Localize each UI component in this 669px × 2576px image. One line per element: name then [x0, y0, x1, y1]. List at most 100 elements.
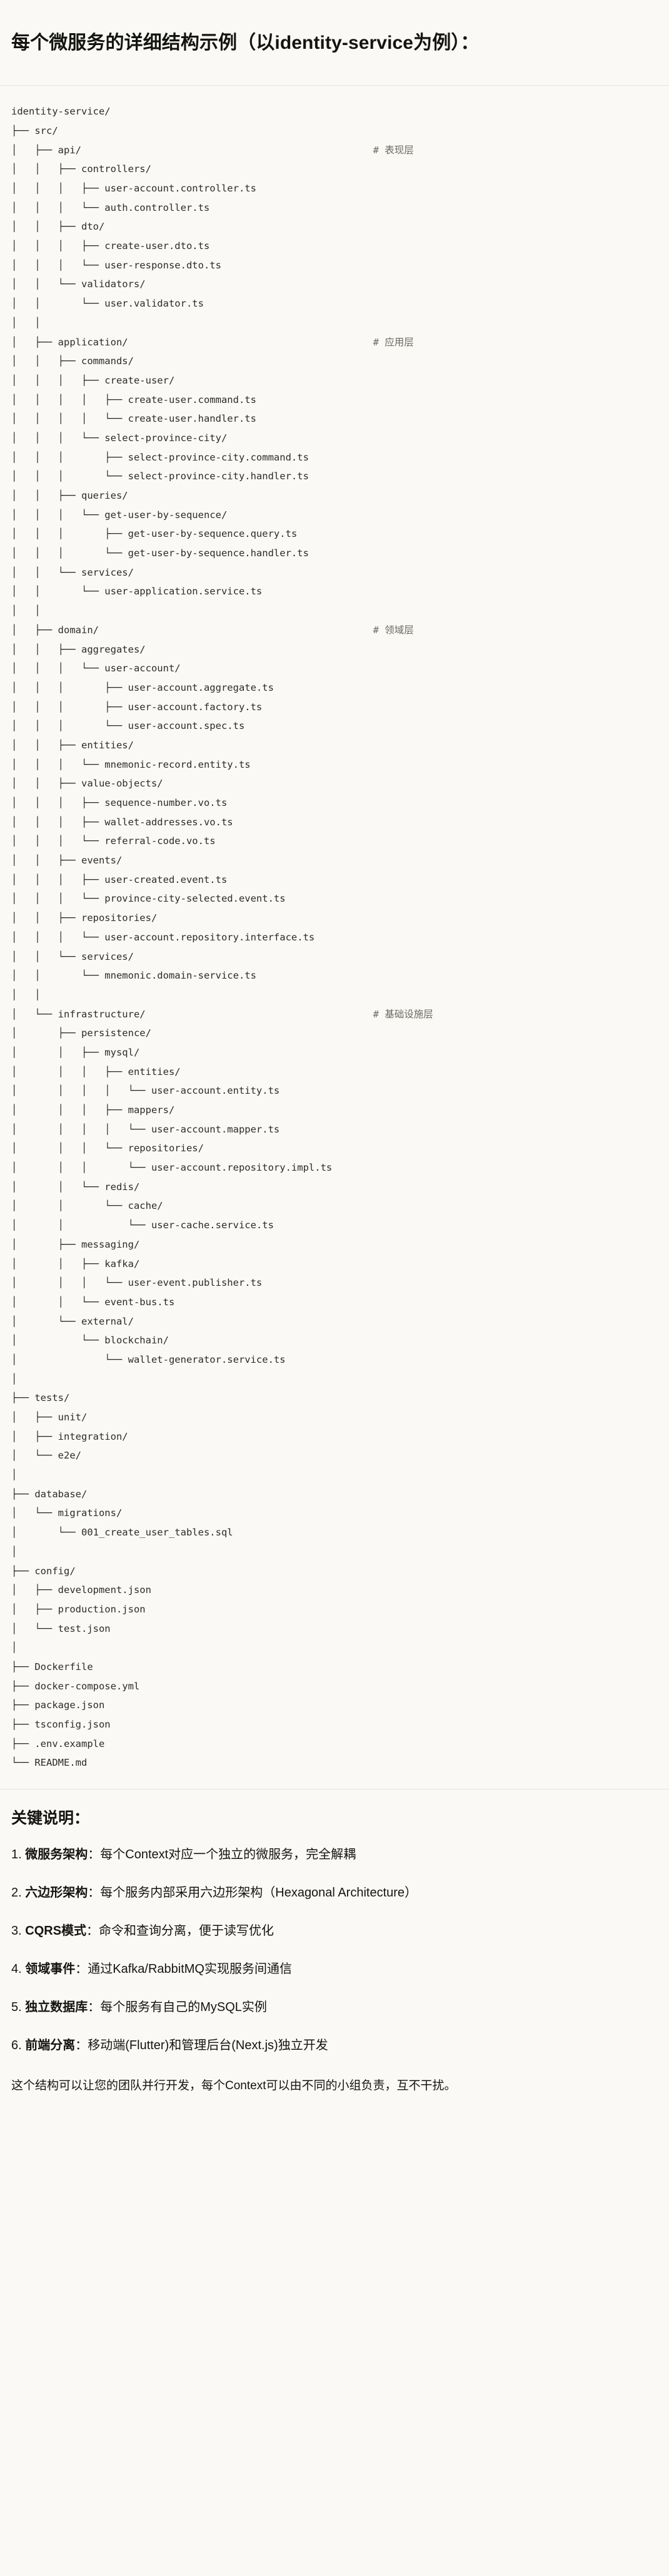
tree-line-path: │ ├── application/	[11, 336, 128, 348]
tree-line-path: │ │ │ │ └── create-user.handler.ts	[11, 413, 256, 425]
tree-line-path: │ │ │ └── mnemonic-record.entity.ts	[11, 758, 251, 770]
tree-line: │ ├── application/ # 应用层	[11, 337, 414, 348]
tree-line: │ │ │ └── select-province-city.handler.t…	[11, 471, 309, 482]
tree-line-path: │ │ │ └── province-city-selected.event.t…	[11, 893, 286, 905]
tree-line: │ │ │ └── user-account.repository.impl.t…	[11, 1162, 332, 1173]
tree-line: │ │	[11, 317, 41, 328]
tree-line: │ └── migrations/	[11, 1507, 122, 1519]
tree-line: │ │ │ └── user-event.publisher.ts	[11, 1277, 262, 1288]
tree-line-path: │	[11, 1642, 18, 1654]
tree-line: │ │ └── cache/	[11, 1200, 163, 1211]
tree-line-path: │ │ │ ├── user-account.controller.ts	[11, 183, 256, 195]
tree-line: │ │ └── mnemonic.domain-service.ts	[11, 970, 256, 981]
tree-line-path: │ │ │ ├── user-created.event.ts	[11, 873, 228, 885]
tree-line-comment: # 领域层	[373, 624, 414, 636]
code-block: identity-service/ ├── src/ │ ├── api/ # …	[0, 86, 669, 1789]
tree-line-path: ├── src/	[11, 125, 58, 136]
key-point-number: 1.	[11, 1847, 26, 1861]
tree-line-path: │ │ │ └── user-account.spec.ts	[11, 720, 245, 732]
key-point-description: 通过Kafka/RabbitMQ实现服务间通信	[88, 1962, 292, 1976]
tree-line-path: │ │ │ └── auth.controller.ts	[11, 201, 210, 213]
tree-line: │ │ │ │ └── user-account.mapper.ts	[11, 1124, 279, 1135]
key-point-separator: ：	[75, 2038, 88, 2052]
key-point-separator: ：	[88, 1885, 101, 1900]
tree-line-path: │ │ └── mnemonic.domain-service.ts	[11, 970, 256, 982]
tree-line-path: │ └── wallet-generator.service.ts	[11, 1353, 286, 1365]
tree-line: │ │ │ ├── select-province-city.command.t…	[11, 452, 309, 463]
tree-line-path: │ ├── persistence/	[11, 1027, 151, 1039]
page-root: 每个微服务的详细结构示例（以identity-service为例）： ident…	[0, 16, 669, 2114]
tree-line-comment: # 表现层	[373, 144, 414, 156]
tree-line-path: │ │ │ ├── entities/	[11, 1066, 181, 1077]
tree-line: │ └── wallet-generator.service.ts	[11, 1354, 286, 1365]
tree-line: └── README.md	[11, 1757, 87, 1768]
tree-line-path: │ │ │ └── get-user-by-sequence/	[11, 509, 228, 521]
tree-line: │ │ │ └── repositories/	[11, 1143, 204, 1154]
tree-line: │	[11, 1546, 17, 1557]
key-points-title: 关键说明：	[11, 1810, 90, 1828]
tree-line-path: │ │ │ │ ├── create-user.command.ts	[11, 394, 256, 405]
tree-line: ├── docker-compose.yml	[11, 1681, 139, 1692]
tree-line-path: │ │ │ └── repositories/	[11, 1143, 204, 1154]
tree-line: │ ├── persistence/	[11, 1027, 151, 1039]
tree-line-path: │ │ ├── queries/	[11, 490, 128, 502]
tree-line-path: │ │ ├── commands/	[11, 355, 134, 367]
tree-line-path: │ │ └── redis/	[11, 1181, 140, 1193]
tree-line-path: │ │ ├── mysql/	[11, 1046, 140, 1058]
tree-line: │ │ │ └── province-city-selected.event.t…	[11, 893, 286, 904]
tree-line-path: │ ├── integration/	[11, 1430, 128, 1442]
tree-line: │ │ ├── kafka/	[11, 1258, 139, 1270]
tree-line-path: │ │ └── user-application.service.ts	[11, 586, 263, 598]
tree-line: │ │ │ └── mnemonic-record.entity.ts	[11, 759, 251, 770]
key-point-term: 领域事件	[25, 1962, 76, 1976]
tree-line-gap	[99, 624, 373, 636]
tree-line-path: │ │ │ │ └── user-account.mapper.ts	[11, 1123, 280, 1135]
tree-line: │ │ │ └── user-account.spec.ts	[11, 720, 244, 731]
key-point-item: 5. 独立数据库：每个服务有自己的MySQL实例	[11, 1998, 658, 2017]
tree-line-comment: # 应用层	[373, 336, 414, 348]
tree-line-path: │ │ │ └── select-province-city.handler.t…	[11, 471, 309, 482]
tree-line-path: │ ├── unit/	[11, 1412, 88, 1423]
tree-line-path: │ │ └── services/	[11, 950, 134, 962]
tree-line-path: │ │ ├── repositories/	[11, 912, 158, 924]
tree-line-path: │ │ ├── events/	[11, 855, 123, 867]
tree-line-path: │ │ ├── entities/	[11, 739, 134, 751]
tree-line: │ │ ├── controllers/	[11, 163, 151, 175]
key-point-separator: ：	[88, 2000, 101, 2014]
tree-line-path: │ └── migrations/	[11, 1507, 123, 1519]
tree-line: │ │ │ └── user-account.repository.interf…	[11, 932, 314, 943]
tree-line-path: │ │ │ ├── user-account.aggregate.ts	[11, 681, 274, 693]
tree-line-path: │ └── test.json	[11, 1622, 111, 1634]
tree-line-path: │ │ │ ├── create-user/	[11, 374, 175, 386]
key-point-item: 6. 前端分离：移动端(Flutter)和管理后台(Next.js)独立开发	[11, 2036, 658, 2055]
tree-line-path: │ │ │ └── get-user-by-sequence.handler.t…	[11, 547, 309, 559]
tree-line-path: ├── Dockerfile	[11, 1661, 93, 1672]
tree-line-path: │ │ │ │ └── user-account.entity.ts	[11, 1085, 280, 1097]
tree-line-path: │ │ │ └── user-account.repository.impl.t…	[11, 1162, 333, 1174]
tree-line: │ │ │ ├── create-user/	[11, 375, 174, 386]
tree-line: │ └── external/	[11, 1316, 134, 1327]
tree-line: identity-service/	[11, 106, 111, 117]
tree-line-gap	[128, 337, 373, 348]
tree-line-path: │ ├── api/	[11, 144, 81, 156]
tree-line-path: │ │ └── event-bus.ts	[11, 1296, 175, 1308]
tree-line-path: │ ├── messaging/	[11, 1238, 140, 1250]
key-point-term: 前端分离	[25, 2038, 76, 2052]
tree-line-path: │ │ │ ├── get-user-by-sequence.query.ts	[11, 528, 298, 540]
tree-line-gap	[146, 1009, 373, 1020]
tree-line: │ │ ├── events/	[11, 855, 122, 866]
tree-line: │ ├── production.json	[11, 1604, 146, 1615]
tree-line: │ │ │ ├── create-user.dto.ts	[11, 240, 209, 252]
tree-line-path: │	[11, 1373, 18, 1385]
tree-line-gap	[81, 145, 373, 156]
key-point-number: 4.	[11, 1962, 26, 1976]
tree-line-path: │ ├── domain/	[11, 624, 99, 636]
key-point-description: 命令和查询分离，便于读写优化	[99, 1923, 274, 1938]
key-points-footer: 这个结构可以让您的团队并行开发，每个Context可以由不同的小组负责，互不干扰…	[11, 2079, 456, 2092]
tree-line-path: │ │	[11, 605, 41, 617]
tree-line-path: │	[11, 1469, 18, 1481]
tree-line: │ ├── domain/ # 领域层	[11, 624, 414, 636]
tree-line: │ │ └── services/	[11, 567, 134, 578]
tree-line-path: ├── .env.example	[11, 1738, 105, 1749]
